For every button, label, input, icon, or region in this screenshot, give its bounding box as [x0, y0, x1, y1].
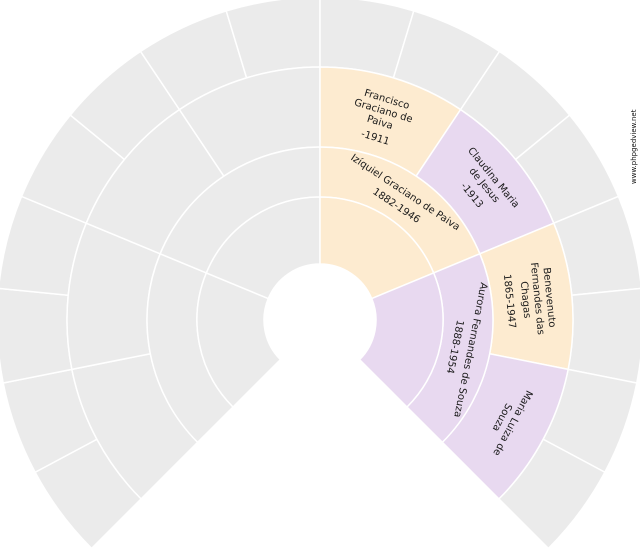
- person-dates: 1865-1947: [501, 274, 517, 329]
- empty-ancestor-slot[interactable]: [567, 287, 640, 384]
- empty-ancestor-slot[interactable]: [0, 287, 73, 384]
- empty-ancestor-slot[interactable]: [205, 196, 321, 300]
- empty-ancestor-slot[interactable]: [196, 271, 282, 409]
- ancestor-mother_father[interactable]: [319, 196, 435, 300]
- person-name: Chagas: [518, 281, 533, 319]
- ancestor-mother_mother[interactable]: [358, 271, 444, 409]
- site-watermark: www.phpgedview.net: [630, 109, 638, 184]
